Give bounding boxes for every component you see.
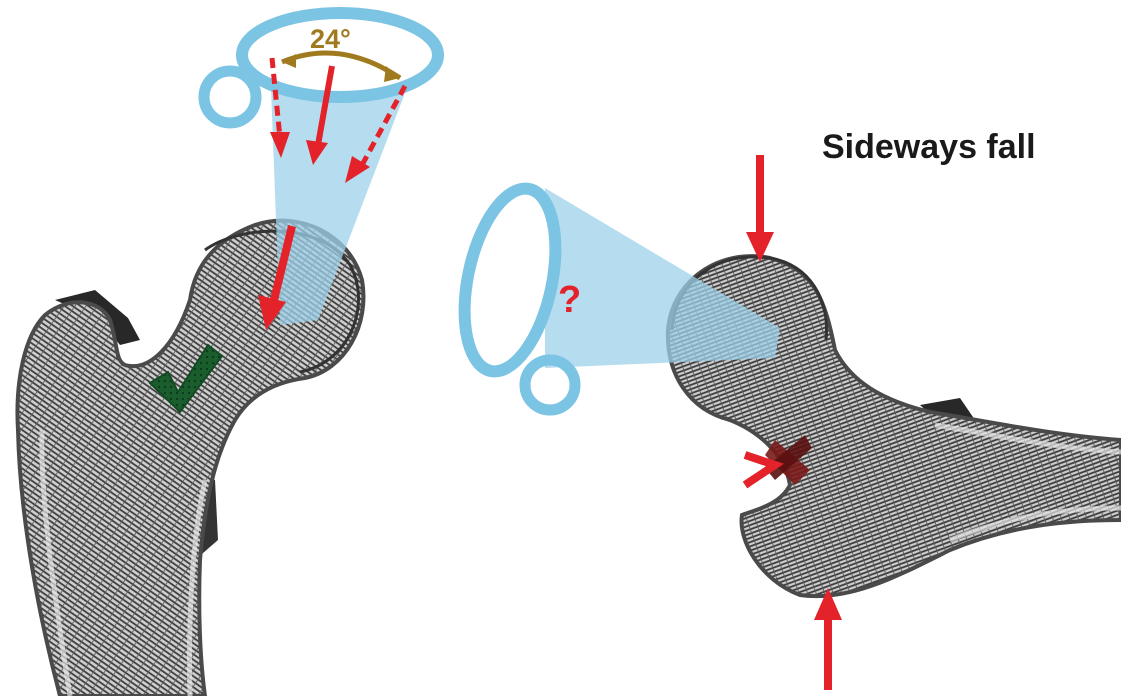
unknown-loading-label: ? xyxy=(558,279,581,321)
scenario-label: Sideways fall xyxy=(822,128,1036,166)
funnel-handle xyxy=(204,71,256,123)
angle-label: 24° xyxy=(310,24,351,54)
